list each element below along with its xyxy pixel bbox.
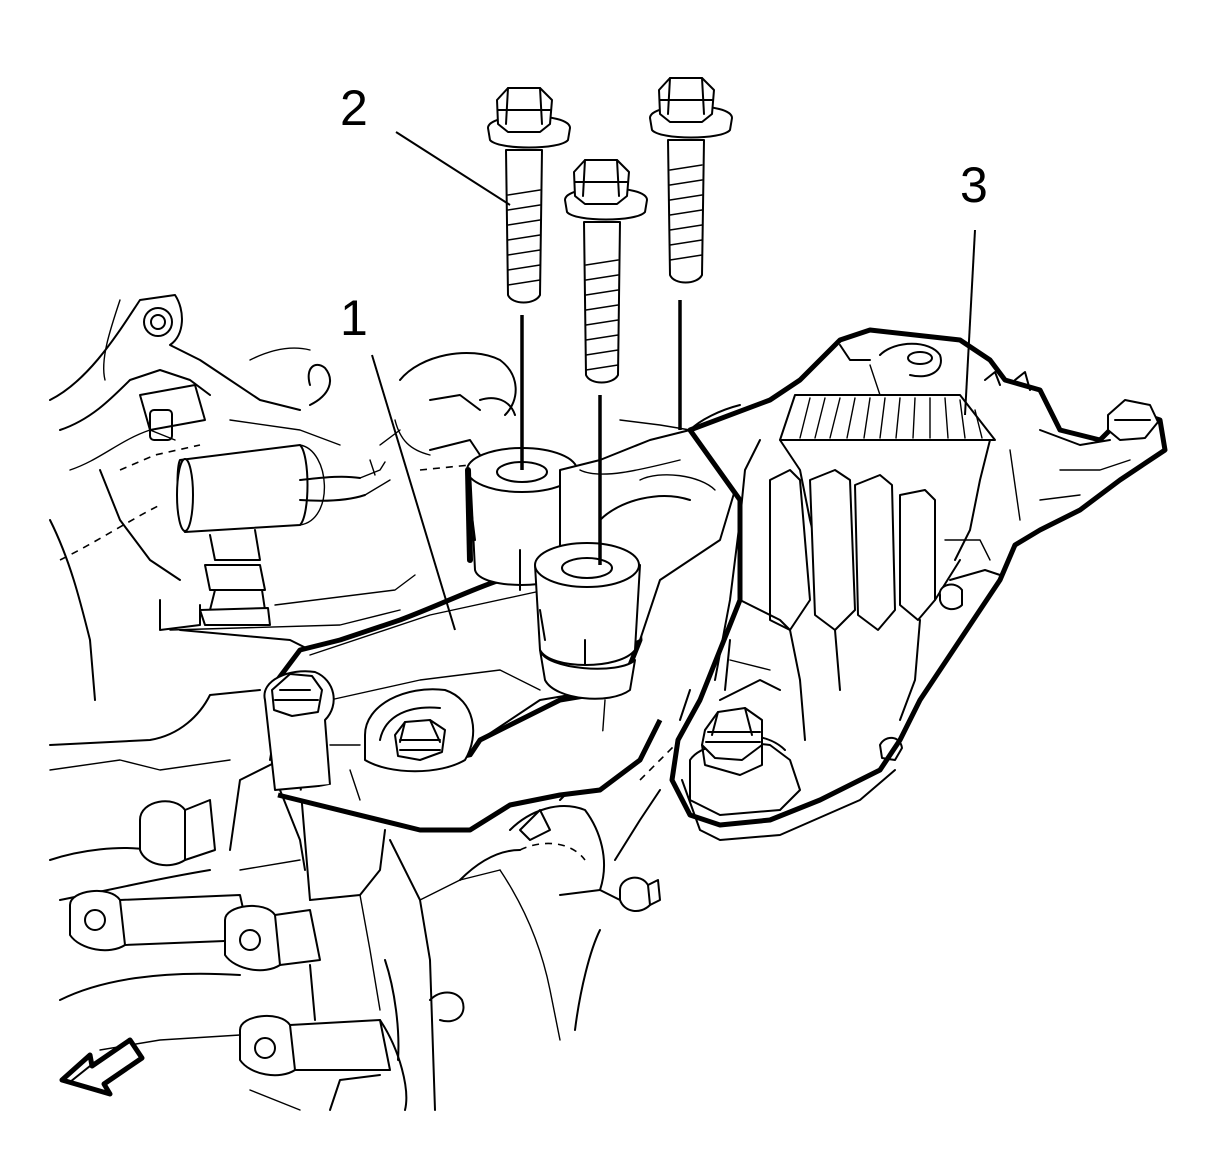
- leader-line: [964, 229, 976, 416]
- bolt-thread: [585, 259, 619, 371]
- callout-label: 1: [340, 290, 368, 346]
- callout-1: 1: [340, 290, 456, 631]
- bolt-thread: [669, 164, 703, 261]
- callout-label: 2: [340, 80, 368, 136]
- bracket-ribs: [799, 397, 983, 439]
- engine-background-linework: [49, 294, 741, 1111]
- callout-3: 3: [960, 157, 988, 416]
- mount-bolt-center: [564, 159, 648, 384]
- mount-bolt-left: [487, 87, 571, 304]
- mount-bolt-right: [649, 77, 733, 284]
- frame-bracket: [669, 327, 1168, 841]
- bolt-thread: [507, 189, 541, 286]
- leader-line: [395, 131, 511, 206]
- front-arrow-icon: [59, 1037, 145, 1097]
- callout-2: 2: [340, 80, 511, 206]
- leader-line: [371, 354, 456, 631]
- sensor-cylinder: [159, 444, 416, 661]
- callout-label: 3: [960, 157, 988, 213]
